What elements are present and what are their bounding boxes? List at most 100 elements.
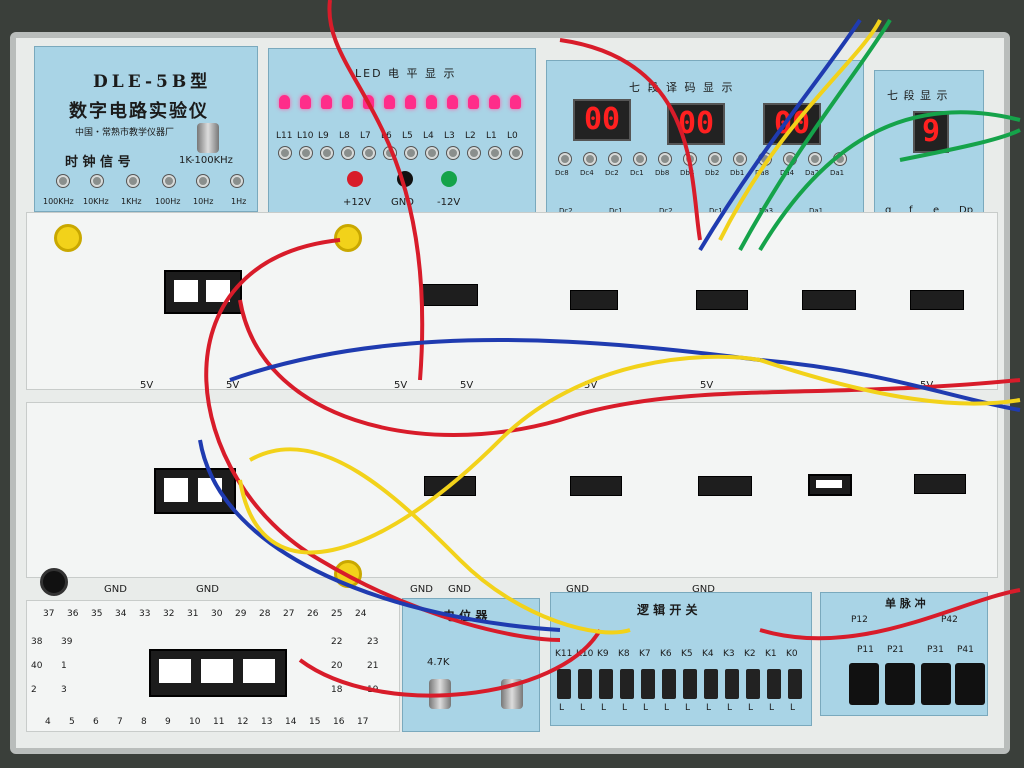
toggle-switch[interactable]	[767, 669, 781, 699]
jack[interactable]	[127, 175, 139, 187]
led-panel-title: LED 电 平 显 示	[355, 67, 457, 80]
decode-input-jack[interactable]	[809, 153, 821, 165]
toggle-switch[interactable]	[683, 669, 697, 699]
decode-input-label: Da3	[759, 207, 774, 215]
clock-knob[interactable]	[197, 123, 219, 153]
jack[interactable]	[57, 175, 69, 187]
led-input-jack[interactable]	[510, 147, 522, 159]
yellow-binding-post[interactable]	[54, 224, 82, 252]
switch-label: K10	[576, 649, 594, 659]
wire-red	[204, 238, 561, 642]
jack[interactable]	[231, 175, 243, 187]
decode-input-label: Dc2	[605, 169, 619, 177]
yellow-binding-post[interactable]	[334, 224, 362, 252]
toggle-switch[interactable]	[662, 669, 676, 699]
toggle-switch[interactable]	[599, 669, 613, 699]
toggle-switch[interactable]	[725, 669, 739, 699]
pulse-label: P21	[887, 645, 904, 655]
seg-pin-label: Dp	[959, 205, 974, 216]
decode-input-jack[interactable]	[584, 153, 596, 165]
pin-number: 3	[61, 685, 67, 695]
device-model: DLE-5B型	[93, 72, 212, 92]
led-input-jack[interactable]	[279, 147, 291, 159]
supply-label: 5V	[226, 380, 240, 391]
toggle-switch[interactable]	[557, 669, 571, 699]
switch-state: L	[685, 703, 691, 713]
power-label: -12V	[437, 197, 461, 208]
pulse-button[interactable]	[885, 663, 915, 705]
pin-number: 22	[331, 637, 343, 647]
led-input-jack[interactable]	[321, 147, 333, 159]
supply-label: 5V	[700, 380, 714, 391]
decode-input-jack[interactable]	[609, 153, 621, 165]
switch-label: K1	[765, 649, 777, 659]
wire-blue	[198, 439, 561, 632]
led-indicator	[489, 95, 500, 109]
toggle-switch[interactable]	[578, 669, 592, 699]
logic-switch-title: 逻 辑 开 关	[637, 603, 698, 617]
decode-input-label: Db4	[680, 169, 695, 177]
led-input-jack[interactable]	[363, 147, 375, 159]
jack[interactable]	[91, 175, 103, 187]
toggle-switch[interactable]	[704, 669, 718, 699]
switch-state: L	[643, 703, 649, 713]
led-label: L2	[465, 131, 476, 141]
pin-number: 23	[367, 637, 379, 647]
wire-yellow	[759, 358, 1021, 406]
toggle-switch[interactable]	[620, 669, 634, 699]
pin-number: 5	[69, 717, 75, 727]
pin-number: 9	[165, 717, 171, 727]
led-label: L0	[507, 131, 518, 141]
pin-number: 39	[61, 637, 73, 647]
led-input-jack[interactable]	[426, 147, 438, 159]
led-input-jack[interactable]	[468, 147, 480, 159]
decode-input-jack[interactable]	[634, 153, 646, 165]
pulse-label: P42	[941, 615, 958, 625]
pin-number: 15	[309, 717, 321, 727]
power-label: +12V	[343, 197, 371, 208]
decode-input-label: Dc1	[609, 207, 623, 215]
jack[interactable]	[197, 175, 209, 187]
led-indicator	[321, 95, 332, 109]
gnd-label: GND	[448, 584, 471, 595]
pulse-label: P41	[957, 645, 974, 655]
toggle-switch[interactable]	[641, 669, 655, 699]
pin-number: 36	[67, 609, 79, 619]
minus12v-jack[interactable]	[441, 171, 457, 187]
pin-number: 27	[283, 609, 295, 619]
clock-range: 1K-100KHz	[179, 155, 233, 166]
pin-number: 38	[31, 637, 43, 647]
led-input-jack[interactable]	[300, 147, 312, 159]
pulse-button[interactable]	[921, 663, 951, 705]
ic-chip	[698, 476, 752, 496]
led-indicator	[468, 95, 479, 109]
clock-output-label: 100Hz	[155, 197, 181, 206]
pulse-button[interactable]	[955, 663, 985, 705]
led-label: L11	[276, 131, 293, 141]
decode-input-jack[interactable]	[559, 153, 571, 165]
toggle-switch[interactable]	[746, 669, 760, 699]
led-input-jack[interactable]	[342, 147, 354, 159]
decode-input-label: Db8	[655, 169, 670, 177]
toggle-switch[interactable]	[788, 669, 802, 699]
jack[interactable]	[163, 175, 175, 187]
decode-input-jack[interactable]	[659, 153, 671, 165]
switch-state: L	[580, 703, 586, 713]
led-label: L3	[444, 131, 455, 141]
seg-pin-label: e	[933, 205, 940, 216]
decode-input-jack[interactable]	[734, 153, 746, 165]
decode-input-jack[interactable]	[709, 153, 721, 165]
pulse-button[interactable]	[849, 663, 879, 705]
pin-number: 1	[61, 661, 67, 671]
led-input-jack[interactable]	[489, 147, 501, 159]
led-input-jack[interactable]	[405, 147, 417, 159]
led-indicator	[510, 95, 521, 109]
plus12v-jack[interactable]	[347, 171, 363, 187]
pin-number: 11	[213, 717, 225, 727]
pulse-label: P31	[927, 645, 944, 655]
black-binding-post[interactable]	[40, 568, 68, 596]
switch-state: L	[664, 703, 670, 713]
info-panel: DLE-5B型 数字电路实验仪 中国・常熟市教学仪器厂 时 钟 信 号 1K-1…	[34, 46, 258, 212]
decode-input-label: Da1	[809, 207, 824, 215]
led-input-jack[interactable]	[447, 147, 459, 159]
